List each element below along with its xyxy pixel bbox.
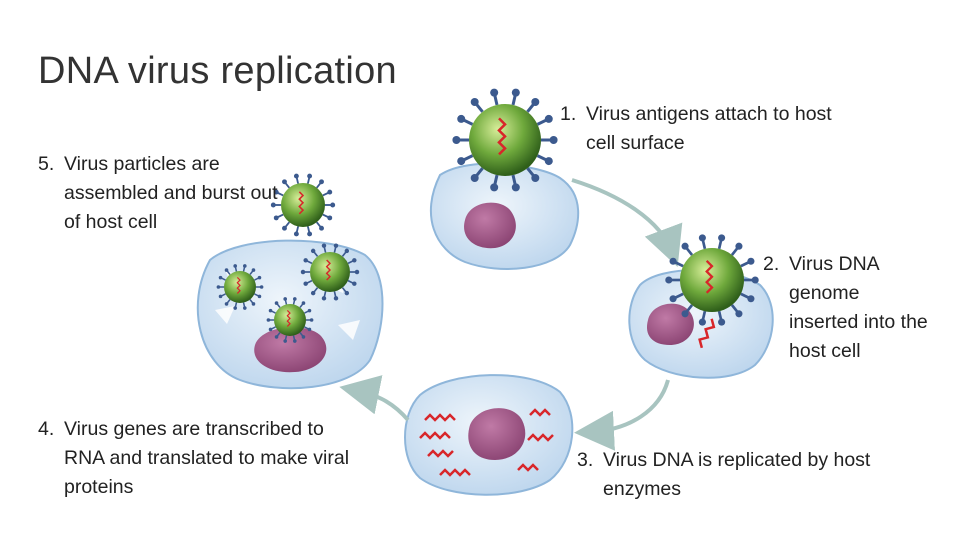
step-3: 3. Virus DNA is replicated by host enzym… bbox=[577, 446, 897, 504]
nucleus bbox=[468, 408, 526, 460]
page-title: DNA virus replication bbox=[38, 50, 397, 92]
step-3-text: Virus DNA is replicated by host enzymes bbox=[603, 449, 871, 500]
step-4: 4. Virus genes are transcribed to RNA an… bbox=[38, 415, 358, 502]
cycle-arrows bbox=[339, 178, 683, 451]
host-cell-3 bbox=[404, 374, 574, 496]
virus-particle bbox=[270, 173, 336, 237]
virus-particle bbox=[266, 297, 314, 343]
nucleus bbox=[254, 327, 327, 373]
step-2-text: Virus DNA genome inserted into the host … bbox=[789, 253, 928, 362]
virus-particles bbox=[216, 88, 759, 343]
virus-particle bbox=[452, 88, 558, 192]
step-1-text: Virus antigens attach to host cell surfa… bbox=[586, 103, 832, 154]
nucleus bbox=[464, 202, 516, 249]
replicated-dna bbox=[419, 408, 554, 477]
host-cell-1 bbox=[430, 162, 580, 270]
step-1: 1. Virus antigens attach to host cell su… bbox=[560, 100, 860, 158]
step-5-text: Virus particles are assembled and burst … bbox=[64, 153, 278, 233]
step-4-text: Virus genes are transcribed to RNA and t… bbox=[64, 418, 350, 498]
virus-particle bbox=[216, 264, 264, 310]
virus-particle bbox=[665, 234, 759, 326]
step-5: 5. Virus particles are assembled and bur… bbox=[38, 150, 298, 237]
virus-particle bbox=[300, 243, 360, 301]
step-2: 2. Virus DNA genome inserted into the ho… bbox=[763, 250, 933, 366]
viral-dna bbox=[698, 318, 716, 349]
